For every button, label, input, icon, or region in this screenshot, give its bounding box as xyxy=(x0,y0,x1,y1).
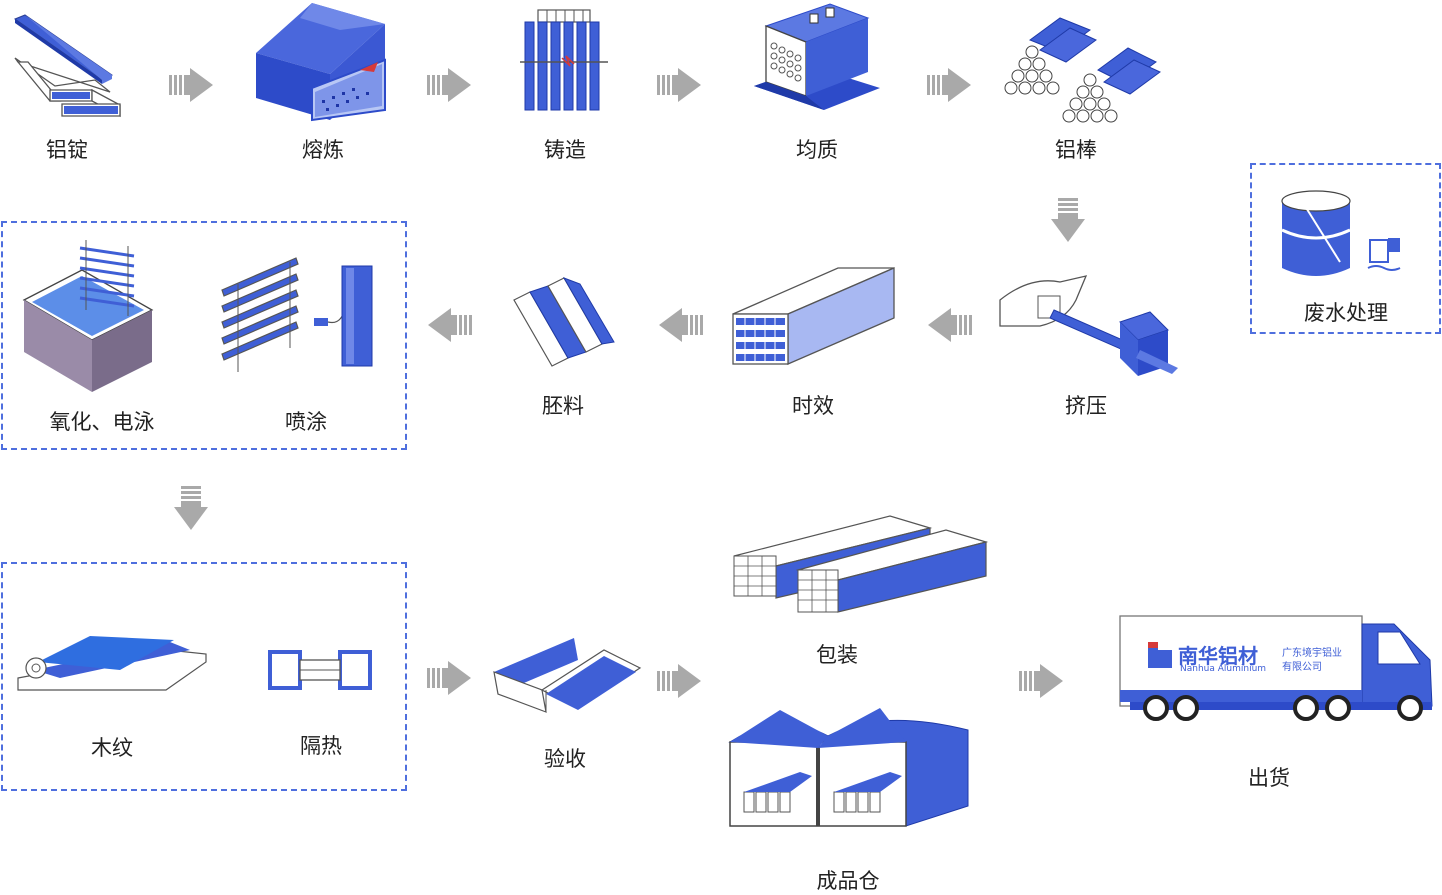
inspection-icon xyxy=(493,638,642,713)
arrow-inspection-storage xyxy=(657,664,701,698)
label-anodize: 氧化、电泳 xyxy=(49,410,155,434)
arrow-extrusion-aging xyxy=(928,308,972,342)
truck-icon xyxy=(1119,615,1433,721)
arrow-smelting-casting xyxy=(427,68,471,102)
spray-icon xyxy=(221,257,373,372)
label-rod: 铝棒 xyxy=(1055,138,1097,162)
arrow-casting-homogenizing xyxy=(657,68,701,102)
label-shipping: 出货 xyxy=(1248,766,1290,790)
label-homogenizing: 均质 xyxy=(796,138,838,162)
truck-brand-en: Nanhua Aluminium xyxy=(1180,664,1267,674)
wastewater-tank-icon xyxy=(1281,190,1401,276)
label-aging: 时效 xyxy=(792,394,834,418)
aging-icon xyxy=(732,267,895,365)
label-packing: 包装 xyxy=(816,643,858,667)
label-extrusion: 挤压 xyxy=(1065,394,1107,418)
surface-treatment-group xyxy=(1,221,407,450)
arrow-surface-deep xyxy=(174,486,208,530)
furnace-icon xyxy=(256,3,386,122)
arrow-deep-inspection xyxy=(427,661,471,695)
arrow-blank-surface xyxy=(428,308,472,342)
arrow-ingot-smelting xyxy=(169,68,213,102)
casting-icon xyxy=(520,9,608,111)
blank-icon xyxy=(513,277,615,367)
arrow-homogenizing-rod xyxy=(927,68,971,102)
ingot-icon xyxy=(13,14,121,118)
label-blank: 胚料 xyxy=(542,394,584,418)
label-wastewater: 废水处理 xyxy=(1304,301,1388,325)
arrow-rod-extrusion xyxy=(1051,198,1085,242)
anodize-icon xyxy=(22,240,154,392)
truck-company-line1: 广东境宇铝业 xyxy=(1282,648,1342,659)
rod-icon xyxy=(1004,17,1161,123)
warehouse-icon xyxy=(728,708,969,827)
woodgrain-icon xyxy=(17,636,207,691)
wastewater-group xyxy=(1250,163,1441,334)
label-woodgrain: 木纹 xyxy=(91,736,133,760)
insulation-icon xyxy=(268,650,372,690)
homogenizing-icon xyxy=(754,3,880,110)
arrow-storage-shipping xyxy=(1019,664,1063,698)
arrow-aging-blank xyxy=(659,308,703,342)
truck-brand-cn: 南华铝材 xyxy=(1178,644,1258,668)
truck-company-line2: 有限公司 xyxy=(1282,662,1322,673)
label-insulation: 隔热 xyxy=(300,734,342,758)
label-ingot: 铝锭 xyxy=(46,138,88,162)
label-spray: 喷涂 xyxy=(285,410,327,434)
label-casting: 铸造 xyxy=(544,138,586,162)
deep-processing-group xyxy=(1,562,407,791)
packing-icon xyxy=(733,515,989,613)
extrusion-icon xyxy=(999,275,1178,376)
label-smelting: 熔炼 xyxy=(302,138,344,162)
label-inspection: 验收 xyxy=(544,747,586,771)
